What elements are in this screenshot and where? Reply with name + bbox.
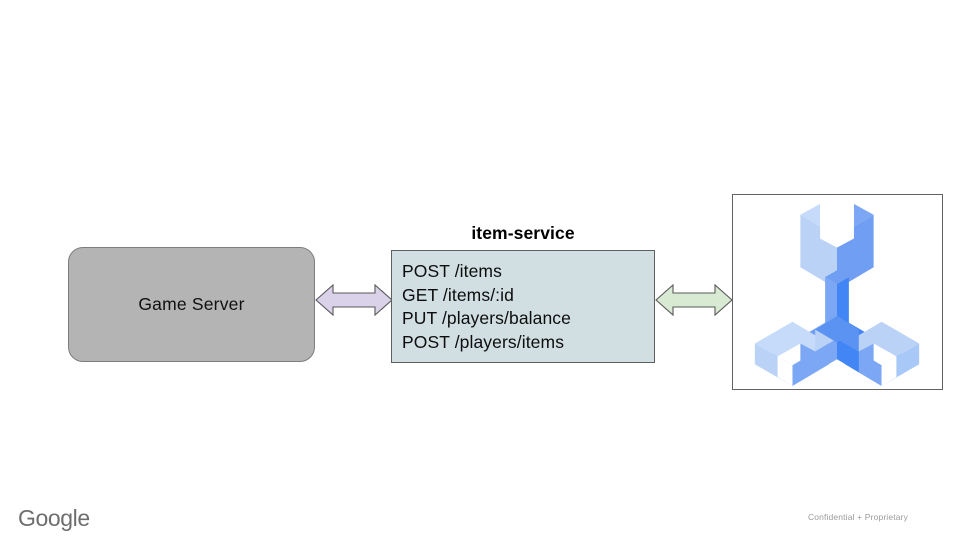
google-logo: Google — [18, 505, 90, 531]
endpoint-item: POST /items — [402, 261, 502, 281]
three-pronged-wrench-icon — [754, 203, 920, 387]
endpoint-item: GET /items/:id — [402, 284, 514, 305]
endpoint-item: PUT /players/balance — [402, 308, 571, 328]
endpoint-item: POST /players/items — [402, 331, 565, 352]
game-server-node[interactable]: Game Server — [68, 247, 315, 362]
connector-item-service-to-tooling — [655, 281, 733, 319]
game-server-label: Game Server — [138, 294, 245, 314]
endpoint-list: POST /items GET /items/:id PUT /players/… — [402, 260, 654, 354]
connector-game-server-to-item-service — [315, 281, 393, 319]
item-service-node[interactable]: POST /items GET /items/:id PUT /players/… — [391, 250, 655, 363]
tooling-icon-frame — [732, 194, 943, 390]
item-service-title: item-service — [471, 223, 575, 243]
confidential-notice: Confidential + Proprietary — [807, 512, 908, 522]
double-headed-arrow-shape — [655, 283, 733, 317]
double-headed-arrow-shape — [315, 283, 393, 317]
